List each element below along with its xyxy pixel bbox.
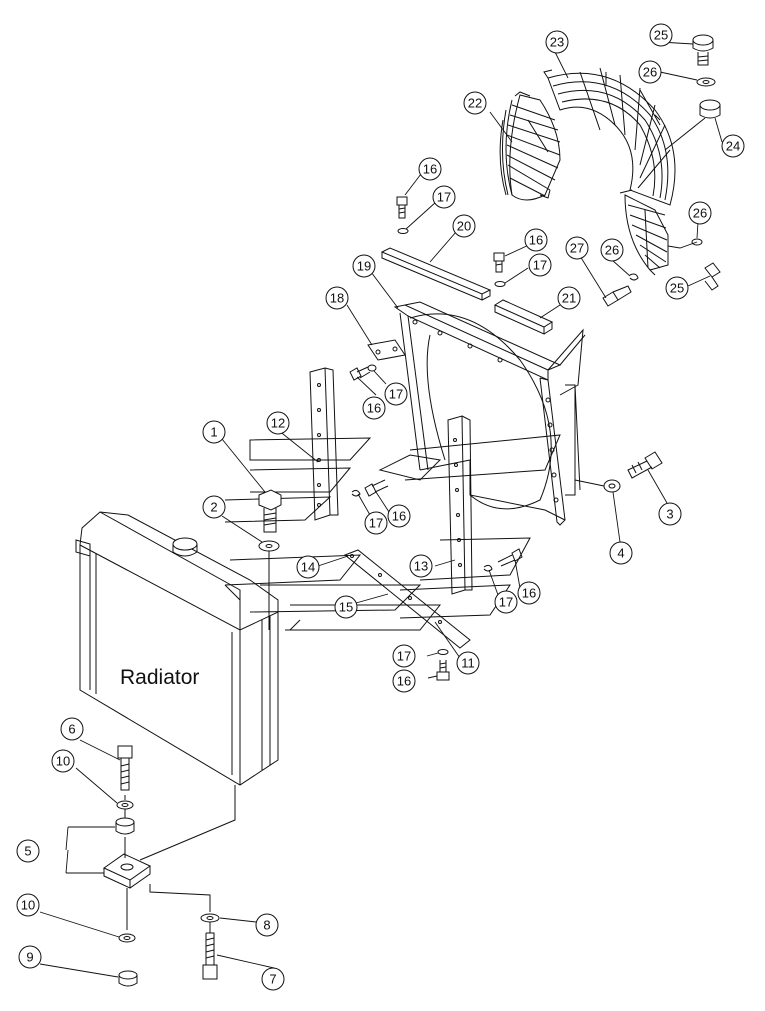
callout-17-e: 17 <box>494 590 518 614</box>
callout-1: 1 <box>202 420 226 444</box>
callout-17-c: 17 <box>384 382 408 406</box>
callout-16-b: 16 <box>524 228 548 252</box>
callout-16-e-label: 16 <box>522 586 536 601</box>
lower-seals <box>224 454 471 649</box>
callout-18-label: 18 <box>330 291 344 306</box>
callout-16-d-label: 16 <box>392 509 406 524</box>
callout-16-b-label: 16 <box>529 233 543 248</box>
callout-17-f-label: 17 <box>397 649 411 664</box>
callout-16-f: 16 <box>392 669 416 693</box>
callout-10-lower: 10 <box>16 893 40 917</box>
callout-19-label: 19 <box>357 259 371 274</box>
callout-1-label: 1 <box>210 425 217 440</box>
callout-11-label: 11 <box>461 656 475 671</box>
callout-17-d: 17 <box>364 511 388 535</box>
callout-4: 4 <box>609 541 633 565</box>
radiator: Radiator <box>75 511 279 786</box>
callout-17-a: 17 <box>432 185 456 209</box>
callout-26-top: 26 <box>638 60 662 84</box>
callout-16-e: 16 <box>517 581 541 605</box>
radiator-label: Radiator <box>120 666 199 689</box>
left-mount-hardware <box>103 745 236 987</box>
callout-14-label: 14 <box>301 560 315 575</box>
callout-7: 7 <box>261 967 285 991</box>
callout-22-label: 22 <box>468 96 482 111</box>
callout-26-top-label: 26 <box>643 65 657 80</box>
callout-27: 27 <box>565 236 589 260</box>
callout-25-top: 25 <box>649 23 673 47</box>
callout-6-label: 6 <box>68 722 75 737</box>
callout-23-label: 23 <box>550 35 564 50</box>
callout-4-label: 4 <box>617 546 624 561</box>
callout-17-c-label: 17 <box>389 387 403 402</box>
callout-25-lower-label: 25 <box>670 281 684 296</box>
callout-2: 2 <box>202 495 226 519</box>
callout-12-label: 12 <box>271 416 285 431</box>
callout-26-left-label: 26 <box>605 243 619 258</box>
callout-16-d: 16 <box>387 504 411 528</box>
callout-27-label: 27 <box>570 241 584 256</box>
middle-hardware <box>258 364 663 681</box>
callout-10-upper: 10 <box>51 749 75 773</box>
callout-19: 19 <box>352 254 376 278</box>
callout-13-label: 13 <box>414 559 428 574</box>
callout-9: 9 <box>18 945 42 969</box>
callout-24-label: 24 <box>726 139 740 154</box>
callout-17-b-label: 17 <box>533 258 547 273</box>
callout-16-f-label: 16 <box>397 674 411 689</box>
callout-26-right: 26 <box>688 201 712 225</box>
shroud-frame <box>393 301 586 526</box>
callout-14: 14 <box>296 555 320 579</box>
callout-18: 18 <box>325 286 349 310</box>
callout-5-label: 5 <box>24 844 31 859</box>
callout-17-b: 17 <box>528 253 552 277</box>
callout-16-a-label: 16 <box>423 162 437 177</box>
callout-10-upper-label: 10 <box>56 754 70 769</box>
callout-23: 23 <box>545 30 569 54</box>
callout-24: 24 <box>721 134 745 158</box>
callout-26-right-label: 26 <box>693 206 707 221</box>
callout-22: 22 <box>463 91 487 115</box>
callout-15-label: 15 <box>339 600 353 615</box>
leader-lines <box>39 41 723 978</box>
callout-15: 15 <box>334 595 358 619</box>
callout-17-e-label: 17 <box>499 595 513 610</box>
callout-16-c-label: 16 <box>367 401 381 416</box>
callout-11: 11 <box>456 651 480 675</box>
callout-21-label: 21 <box>562 291 576 306</box>
bracket-18 <box>367 339 406 361</box>
callout-17-a-label: 17 <box>437 190 451 205</box>
callout-8: 8 <box>255 913 279 937</box>
callout-20-label: 20 <box>457 219 471 234</box>
callout-16-a: 16 <box>418 157 442 181</box>
callout-17-d-label: 17 <box>369 516 383 531</box>
callout-25-lower: 25 <box>665 276 689 300</box>
callout-6: 6 <box>60 717 84 741</box>
callout-3: 3 <box>658 502 682 526</box>
top-hardware <box>396 34 721 307</box>
callout-26-left: 26 <box>600 238 624 262</box>
fan-guards <box>499 67 676 276</box>
callout-9-label: 9 <box>26 950 33 965</box>
callout-17-f: 17 <box>392 644 416 668</box>
callout-7-label: 7 <box>269 972 276 987</box>
callout-10-lower-label: 10 <box>21 898 35 913</box>
callout-16-c: 16 <box>362 396 386 420</box>
callout-25-top-label: 25 <box>654 28 668 43</box>
callout-3-label: 3 <box>666 507 673 522</box>
callout-8-label: 8 <box>263 918 270 933</box>
callout-12: 12 <box>266 411 290 435</box>
callout-21: 21 <box>557 286 581 310</box>
callout-5: 5 <box>16 839 40 863</box>
brackets-20-21 <box>380 247 554 335</box>
callout-13: 13 <box>409 554 433 578</box>
callout-20: 20 <box>452 214 476 238</box>
callout-2-label: 2 <box>210 500 217 515</box>
